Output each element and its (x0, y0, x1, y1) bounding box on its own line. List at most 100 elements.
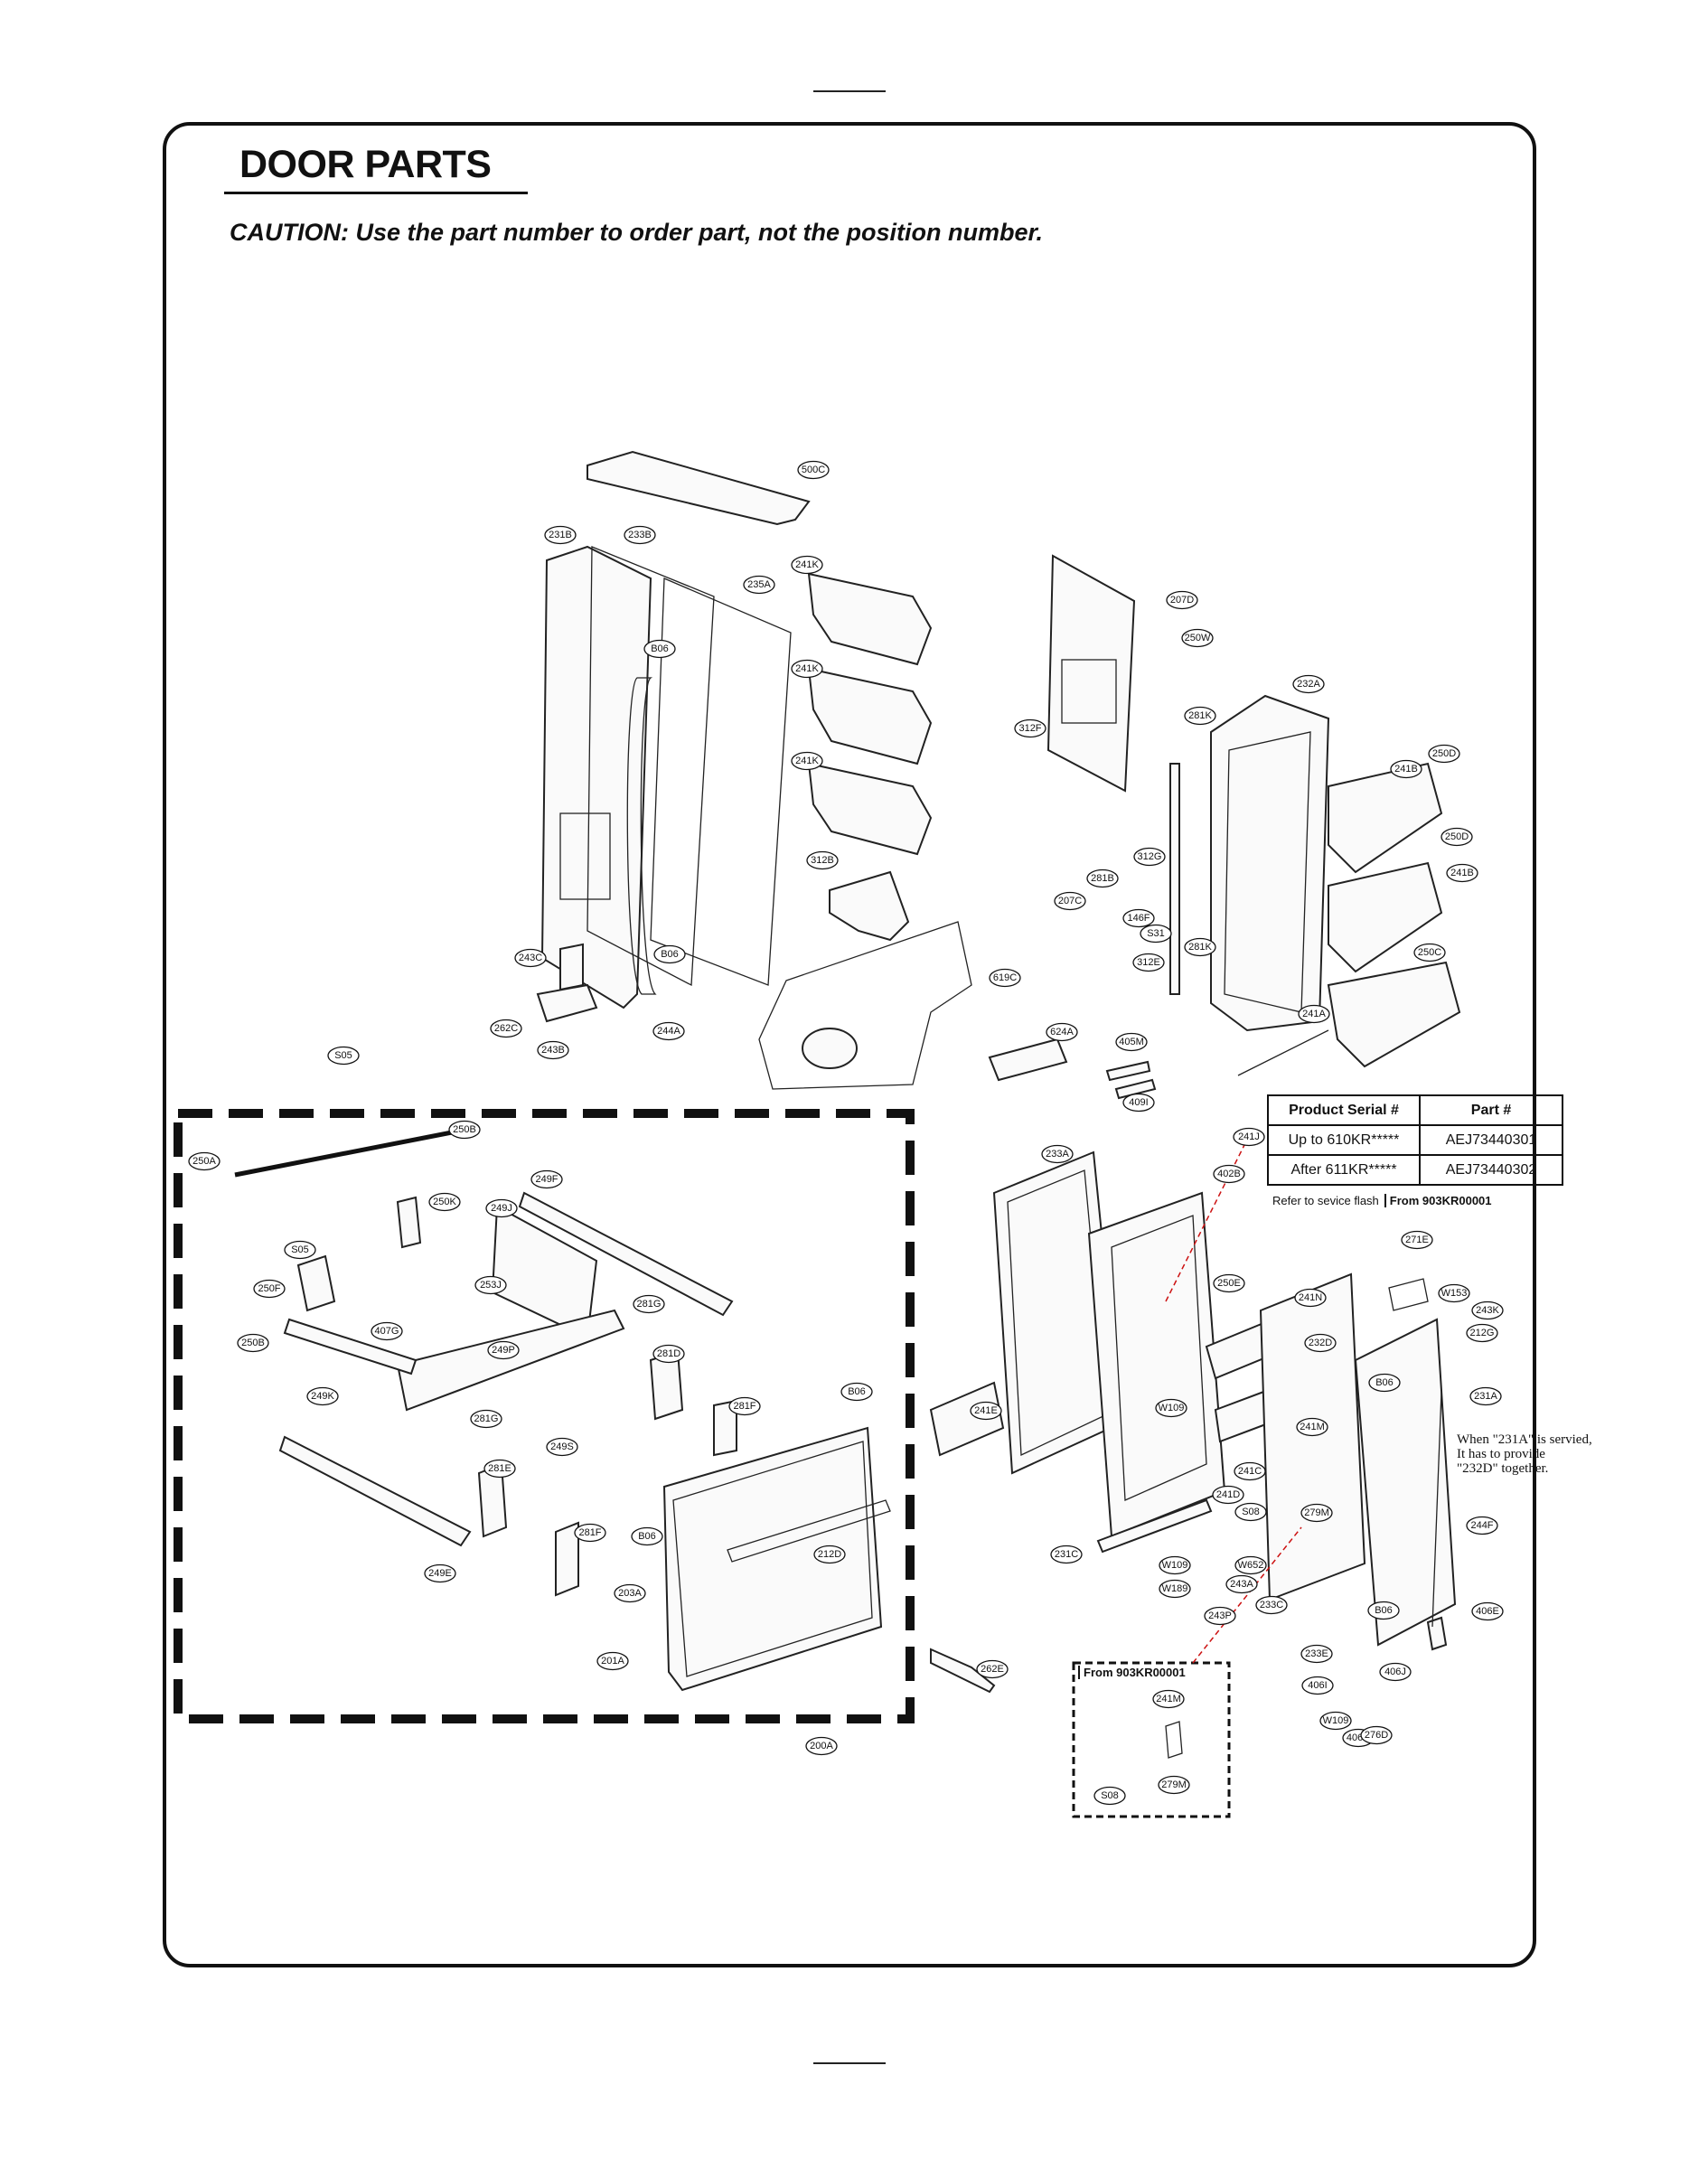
callout-bubble (970, 1401, 1002, 1421)
callout-243a: 243A (1225, 1574, 1258, 1594)
table-row: After 611KR***** AEJ73440302 (1267, 1154, 1563, 1186)
door-handle-part (626, 677, 657, 995)
callout-bubble (537, 1040, 569, 1060)
door-liner-part (650, 577, 792, 986)
crossbar-249p-part (396, 1309, 625, 1412)
rail-249e-part (278, 1435, 472, 1547)
callout-bubble (1304, 1333, 1337, 1353)
table-row: Up to 610KR***** AEJ73440301 (1267, 1124, 1563, 1156)
callout-312b: 312B (806, 850, 839, 870)
callout-label: 281F (733, 1401, 755, 1412)
page-title: DOOR PARTS (239, 143, 492, 186)
callout-bubble (284, 1240, 316, 1260)
callout-bubble (371, 1321, 403, 1341)
callout-s08: S08 (1093, 1786, 1126, 1806)
callout-207d: 207D (1166, 590, 1198, 610)
callout-bubble (1301, 1676, 1334, 1695)
table-cell: After 611KR***** (1267, 1154, 1421, 1186)
callout-bubble (840, 1382, 873, 1402)
callout-bubble (1086, 869, 1119, 888)
callout-231c: 231C (1050, 1545, 1083, 1564)
callout-label: 281G (474, 1413, 499, 1424)
callout-bubble (1360, 1725, 1393, 1745)
callout-bubble (1294, 1288, 1327, 1308)
callout-250e: 250E (1213, 1273, 1245, 1293)
callout-250d: 250D (1428, 744, 1460, 764)
cover-250f-part (296, 1254, 336, 1312)
callout-label: 241J (1238, 1131, 1260, 1142)
callout-233e: 233E (1300, 1644, 1333, 1664)
callout-bubble (1054, 891, 1086, 911)
callout-label: 312B (811, 855, 834, 866)
callout-label: 201A (601, 1656, 624, 1667)
handle-244f-part (1431, 1391, 1442, 1628)
callout-label: B06 (661, 949, 679, 960)
callout-bubble (652, 1021, 685, 1041)
callout-bubble (483, 1459, 516, 1479)
drawer-handle-part (727, 1499, 891, 1563)
dispenser-frame-part (1210, 694, 1330, 1032)
callout-bubble (1140, 924, 1172, 944)
callout-label: 250C (1418, 947, 1441, 958)
callout-bubble (1159, 1555, 1191, 1575)
callout-bubble (797, 460, 830, 480)
outer-door-panel-part (540, 545, 652, 1009)
filter-part (988, 1038, 1068, 1082)
door-bin-1-part (807, 572, 933, 666)
callout-500c: 500C (797, 460, 830, 480)
callout-bubble (1255, 1595, 1288, 1615)
callout-w109: W109 (1319, 1711, 1352, 1731)
service-note: When "231A" is servied, It has to provid… (1457, 1432, 1592, 1476)
drawer-dashed-box (174, 1109, 915, 1723)
callout-244a: 244A (652, 1021, 685, 1041)
callout-label: W109 (1159, 1403, 1185, 1413)
callout-146f: 146F (1122, 908, 1155, 928)
callout-label: 212D (818, 1549, 841, 1560)
callout-bubble (614, 1583, 646, 1603)
drawer-door-part (662, 1426, 883, 1692)
callout-s05: S05 (284, 1240, 316, 1260)
callout-243k: 243K (1471, 1300, 1504, 1320)
callout-409i: 409I (1122, 1093, 1155, 1113)
refer-from: From 903KR00001 (1384, 1194, 1492, 1207)
callout-label: 241K (795, 663, 819, 674)
callout-249f: 249F (530, 1169, 563, 1189)
callout-241b: 241B (1390, 759, 1422, 779)
table-header: Product Serial # (1267, 1094, 1421, 1126)
callout-bubble (1466, 1323, 1498, 1343)
callout-281g: 281G (470, 1409, 502, 1429)
callout-250d: 250D (1441, 827, 1473, 847)
bracket-243a-part (1096, 1498, 1213, 1554)
callout-label: 279M (1304, 1507, 1329, 1518)
callout-281k: 281K (1184, 937, 1216, 957)
callout-label: 207C (1058, 896, 1082, 906)
callout-bubble (530, 1169, 563, 1189)
callout-label: 281K (1188, 942, 1212, 953)
gasket-233c-part (1259, 1272, 1366, 1601)
callout-bubble (1428, 744, 1460, 764)
callout-label: 250W (1185, 633, 1211, 643)
callout-241e: 241E (970, 1401, 1002, 1421)
callout-label: 249K (311, 1391, 334, 1402)
callout-bubble (1184, 937, 1216, 957)
callout-label: 281B (1091, 873, 1114, 884)
callout-s31: S31 (1140, 924, 1172, 944)
callout-bubble (1319, 1711, 1352, 1731)
callout-bubble (470, 1409, 502, 1429)
callout-bubble (1133, 847, 1166, 867)
callout-bubble (1401, 1230, 1433, 1250)
callout-bubble (976, 1659, 1009, 1679)
callout-bubble (1292, 674, 1325, 694)
callout-label: 250F (258, 1283, 280, 1294)
callout-bubble (1041, 1144, 1074, 1164)
callout-label: 312E (1137, 957, 1160, 968)
upper-left-assembly (536, 450, 1157, 1100)
callout-bubble (1213, 1164, 1245, 1184)
callout-label: 231A (1474, 1391, 1497, 1402)
bottom-rule (813, 2062, 886, 2064)
callout-label: 250E (1217, 1278, 1241, 1289)
callout-label: 249P (492, 1345, 515, 1356)
callout-bubble (805, 1736, 838, 1756)
callout-bubble (1446, 863, 1478, 883)
